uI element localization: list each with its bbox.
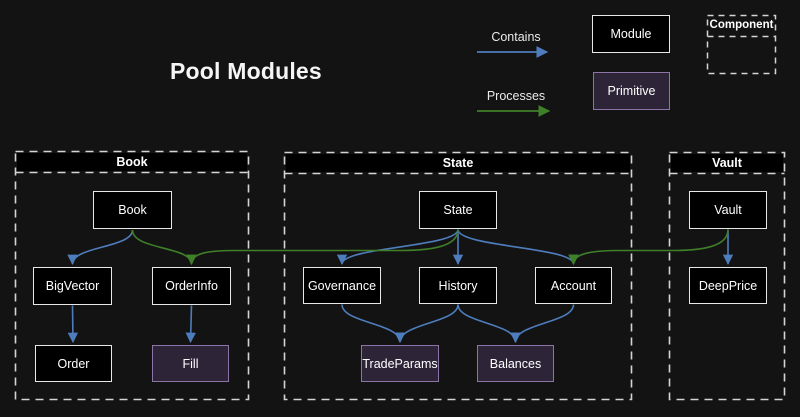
edge-state-account: [457, 229, 579, 266]
node-orderinfo: OrderInfo: [152, 267, 231, 305]
node-tradeparams: TradeParams: [361, 345, 439, 382]
edge-book-orderinfo: [131, 229, 197, 266]
node-order: Order: [35, 345, 112, 382]
edge-governance-tradeparams: [341, 304, 406, 344]
edge-orderinfo-fill: [185, 305, 196, 344]
state-container-frame: [283, 151, 633, 401]
node-tradeparams-label: TradeParams: [362, 356, 438, 371]
edge-state-governance: [336, 229, 459, 266]
processes-label: Processes: [486, 89, 546, 103]
node-vault-label: Vault: [714, 203, 742, 217]
node-state: State: [419, 191, 497, 229]
book-container-frame: [14, 150, 250, 401]
module-sample-node: Module: [592, 15, 670, 53]
node-bigvector-label: BigVector: [45, 279, 100, 293]
node-deepprice-label: DeepPrice: [698, 278, 758, 293]
node-fill-label: Fill: [182, 356, 199, 371]
node-orderinfo-label: OrderInfo: [165, 279, 218, 293]
node-governance-label: Governance: [307, 278, 377, 293]
node-order-label: Order: [57, 356, 90, 371]
state-container-title: State: [286, 154, 630, 172]
edge-history-tradeparams: [394, 304, 459, 344]
edge-book-bigvector: [67, 229, 134, 266]
node-bigvector: BigVector: [33, 267, 112, 305]
vault-container-title: Vault: [671, 154, 783, 172]
node-balances-label: Balances: [489, 356, 542, 371]
page-title: Pool Modules: [170, 58, 322, 84]
node-book: Book: [93, 191, 172, 229]
node-deepprice: DeepPrice: [689, 267, 767, 304]
edge-history-balances: [457, 304, 521, 344]
component-sample-label: Component: [709, 19, 774, 31]
node-state-label: State: [443, 203, 473, 217]
edge-bigvector-order: [67, 305, 79, 344]
node-account: Account: [535, 267, 612, 304]
node-history: History: [419, 267, 497, 304]
contains-label: Contains: [491, 30, 541, 44]
book-container-title: Book: [17, 153, 247, 171]
component-sample-frame: [706, 14, 777, 75]
node-vault: Vault: [689, 191, 767, 229]
node-book-label: Book: [118, 203, 147, 217]
edge-account-balances: [510, 304, 575, 344]
node-fill: Fill: [152, 345, 229, 382]
edge-state-orderinfo: [186, 229, 459, 266]
module-sample-label: Module: [610, 27, 652, 41]
vault-container-frame: [668, 151, 786, 401]
node-account-label: Account: [550, 278, 597, 293]
node-history-label: History: [438, 278, 478, 293]
primitive-sample-label: Primitive: [607, 84, 656, 98]
node-governance: Governance: [303, 267, 381, 304]
primitive-sample-node: Primitive: [593, 72, 670, 110]
node-balances: Balances: [477, 345, 554, 382]
edge-vault-account: [568, 229, 729, 266]
